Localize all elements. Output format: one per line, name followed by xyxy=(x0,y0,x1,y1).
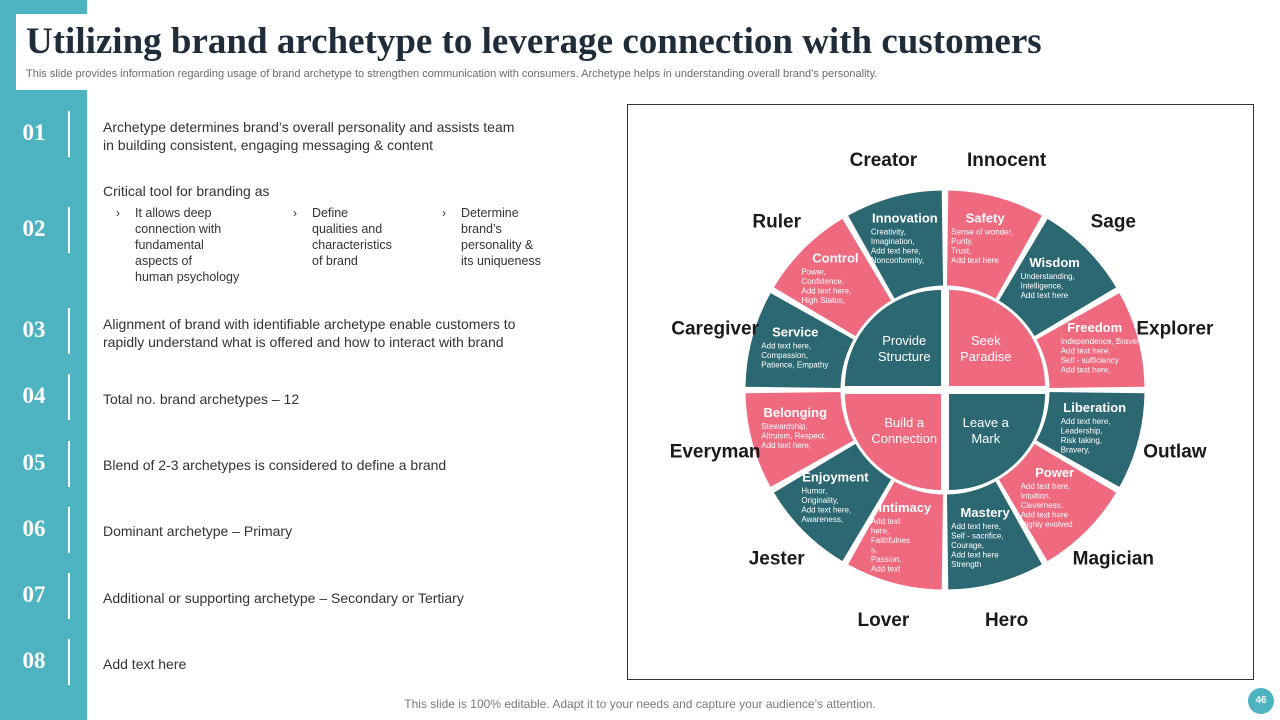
sub-item-line: qualities and xyxy=(312,222,383,236)
chevron-right-icon: › xyxy=(442,206,446,220)
point-text-03[interactable]: Alignment of brand with identifiable arc… xyxy=(103,315,563,351)
point-line: Blend of 2-3 archetypes is considered to… xyxy=(103,457,447,473)
sidebar-accent-bar xyxy=(0,0,87,720)
point-divider xyxy=(68,441,70,487)
point-number-05: 05 xyxy=(22,450,46,475)
sub-item-2[interactable]: › Define qualities and characteristics o… xyxy=(293,205,432,269)
slide-subtitle[interactable]: This slide provides information regardin… xyxy=(26,68,878,80)
sub-item-line: of brand xyxy=(312,254,358,268)
point-line: Critical tool for branding as xyxy=(103,183,270,199)
sub-item-3[interactable]: › Determine brand’s personality & its un… xyxy=(442,205,561,269)
sub-item-line: fundamental xyxy=(135,238,204,252)
sub-item-line: personality & xyxy=(461,238,534,252)
chevron-right-icon: › xyxy=(116,206,120,220)
sub-item-line: human psychology xyxy=(135,270,240,284)
sub-item-line: connection with xyxy=(135,222,222,236)
sub-item-line: its uniqueness xyxy=(461,254,541,268)
point-divider xyxy=(68,207,70,253)
point-text-05[interactable]: Blend of 2-3 archetypes is considered to… xyxy=(103,456,563,474)
point-number-03: 03 xyxy=(22,317,46,342)
point-line: Total no. brand archetypes – 12 xyxy=(103,391,300,407)
point-line: Alignment of brand with identifiable arc… xyxy=(103,316,516,332)
point-divider xyxy=(68,308,70,354)
slide-title[interactable]: Utilizing brand archetype to leverage co… xyxy=(26,21,1042,62)
page-number-badge: 46 xyxy=(1248,688,1274,714)
footer-note: This slide is 100% editable. Adapt it to… xyxy=(404,697,876,711)
point-divider xyxy=(68,639,70,685)
point-text-04[interactable]: Total no. brand archetypes – 12 xyxy=(103,390,563,408)
point-number-06: 06 xyxy=(22,516,46,541)
sub-item-line: aspects of xyxy=(135,254,192,268)
point-text-01[interactable]: Archetype determines brand’s overall per… xyxy=(103,118,563,154)
point-number-07: 07 xyxy=(22,582,46,607)
sub-item-line: Define xyxy=(312,206,349,220)
sub-item-line: characteristics xyxy=(312,238,392,252)
sub-item-line: Determine xyxy=(461,206,519,220)
sub-item-line: brand’s xyxy=(461,222,502,236)
sub-item-line: It allows deep xyxy=(135,206,212,220)
point-divider xyxy=(68,573,70,619)
point-divider xyxy=(68,111,70,157)
point-line: Additional or supporting archetype – Sec… xyxy=(103,590,464,606)
point-number-04: 04 xyxy=(22,383,46,408)
chevron-right-icon: › xyxy=(293,206,297,220)
point-line: rapidly understand what is offered and h… xyxy=(103,334,504,350)
point-text-06[interactable]: Dominant archetype – Primary xyxy=(103,522,563,540)
sub-item-1[interactable]: › It allows deep connection with fundame… xyxy=(116,205,265,285)
point-number-02: 02 xyxy=(22,216,46,241)
point-text-08[interactable]: Add text here xyxy=(103,655,563,673)
point-number-01: 01 xyxy=(22,120,46,145)
title-background xyxy=(16,14,1280,90)
point-line: Archetype determines brand’s overall per… xyxy=(103,119,515,135)
point-line: in building consistent, engaging messagi… xyxy=(103,137,433,153)
point-divider xyxy=(68,507,70,553)
point-divider xyxy=(68,374,70,420)
point-line: Dominant archetype – Primary xyxy=(103,523,293,539)
point-number-08: 08 xyxy=(22,648,46,673)
point-line: Add text here xyxy=(103,656,187,672)
archetype-wheel-frame xyxy=(627,104,1254,680)
point-text-07[interactable]: Additional or supporting archetype – Sec… xyxy=(103,589,563,607)
point-text-02[interactable]: Critical tool for branding as xyxy=(103,182,563,200)
